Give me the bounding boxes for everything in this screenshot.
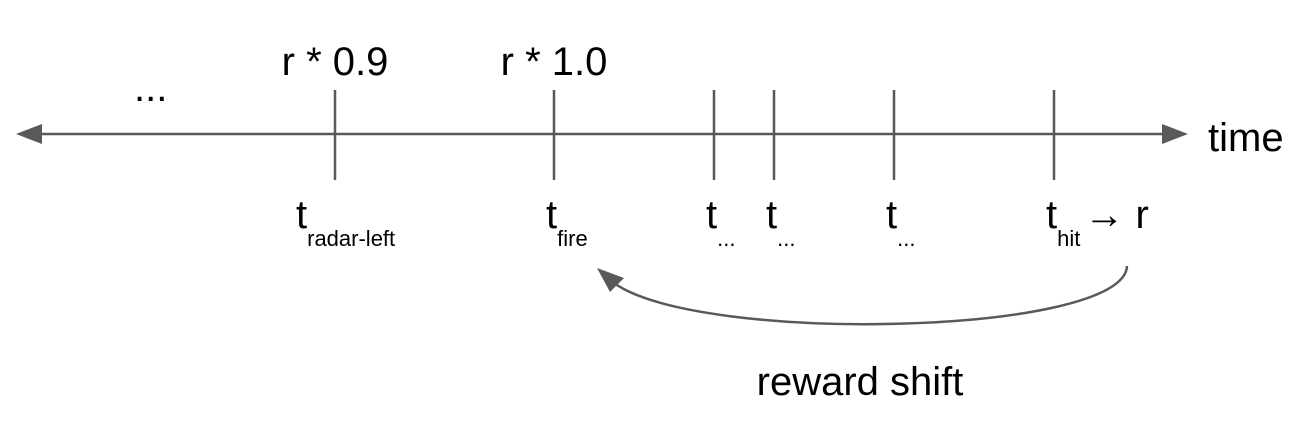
axis-left-arrowhead (16, 124, 42, 144)
weight-label-1-0: r * 1.0 (501, 40, 608, 84)
reward-shift-label: reward shift (757, 360, 964, 404)
tick-label-radar-left: tradar-left (296, 193, 395, 251)
axis-label: time (1208, 116, 1284, 160)
tick-label-intermediate-3: t... (886, 193, 915, 251)
weight-label-0-9: r * 0.9 (282, 40, 389, 84)
reward-shift-arrowhead (597, 268, 624, 292)
reward-shift-curve (613, 265, 1129, 326)
axis-right-arrowhead (1162, 124, 1188, 144)
tick-label-intermediate-1: t... (706, 193, 735, 251)
tick-label-fire: tfire (546, 193, 588, 251)
left-ellipsis: ... (134, 66, 167, 110)
tick-label-intermediate-2: t... (766, 193, 795, 251)
tick-label-hit: thit→ r (1046, 193, 1149, 251)
